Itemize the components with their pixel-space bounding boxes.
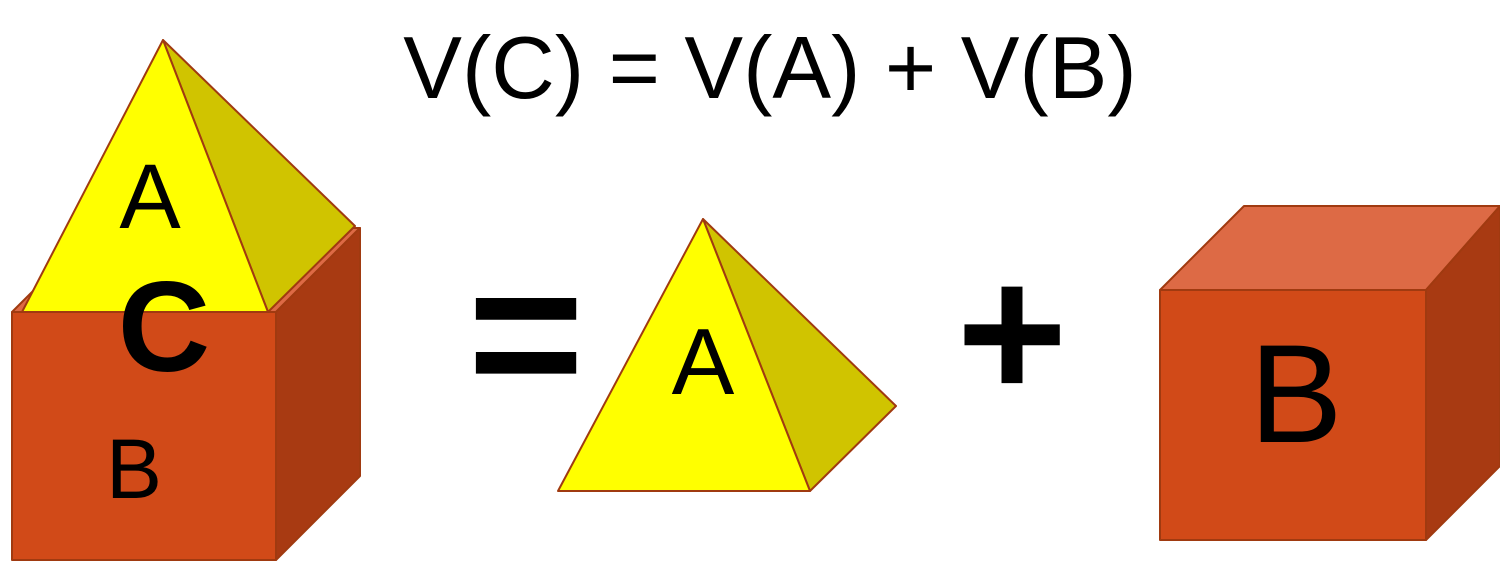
cube-label: B xyxy=(1249,315,1342,472)
composite-pyramid-label: A xyxy=(119,146,181,248)
pyramid-front-face xyxy=(557,218,811,492)
composite-pyramid-a xyxy=(21,39,356,313)
composite-label-c: C xyxy=(118,256,210,399)
composite-pyramid-front-face xyxy=(21,39,269,313)
pyramid-label: A xyxy=(672,309,735,414)
plus-sign: + xyxy=(957,227,1068,439)
cube-b: B xyxy=(1159,205,1500,541)
pyramid-a: A xyxy=(557,218,897,492)
equals-sign: = xyxy=(468,222,585,445)
composite-solid-c: A C B xyxy=(11,39,361,561)
cube-front-face xyxy=(1159,289,1427,541)
composite-cube-label: B xyxy=(106,422,162,516)
formula-title: V(C) = V(A) + V(B) xyxy=(403,18,1136,117)
